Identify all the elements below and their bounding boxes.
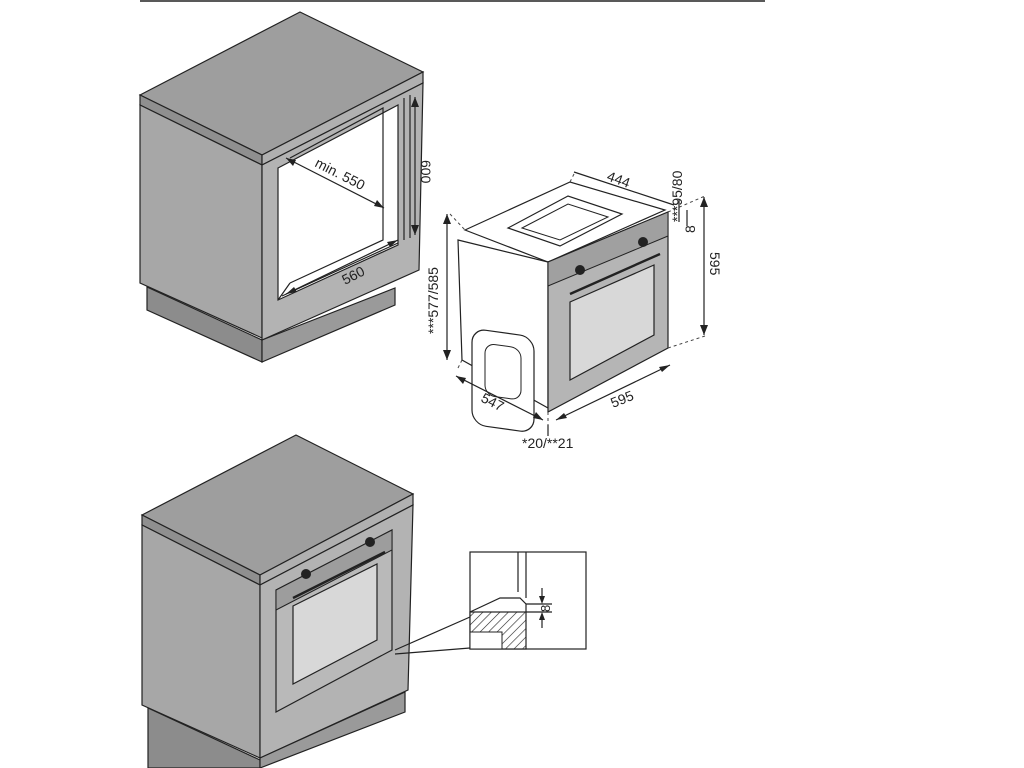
installed-oven-control-strip xyxy=(275,529,393,611)
detail-bracket xyxy=(469,597,527,613)
cabinet-opening xyxy=(277,104,399,301)
oven-ext-line-4 xyxy=(457,359,463,369)
oven-door-glass xyxy=(569,264,655,382)
oven-body-depth-arrowhead-end xyxy=(533,412,543,420)
callout-leader-bottom xyxy=(394,647,471,655)
installed-plinth xyxy=(147,707,261,768)
oven-front-width-arrow xyxy=(555,364,671,421)
oven-top-recess-inner xyxy=(520,203,610,241)
oven-handle xyxy=(569,252,661,296)
oven-height-label: 595 xyxy=(707,252,723,276)
oven-front-width-arrowhead-start xyxy=(556,413,567,420)
oven-ext-line-2 xyxy=(667,195,706,213)
oven-height-arrowhead-end xyxy=(700,325,708,335)
installed-plinth-front xyxy=(259,691,406,768)
oven-front-width-label: 595 xyxy=(608,387,636,411)
cabinet-height-arrowhead-end xyxy=(411,225,419,235)
detail-gap-arrow-bottom xyxy=(539,612,545,620)
oven-height-arrowhead-start xyxy=(700,197,708,207)
installed-oven-knob-left xyxy=(301,569,311,579)
cabinet-height-arrowhead-start xyxy=(411,97,419,107)
cabinet-width-arrow xyxy=(285,239,399,295)
cabinet-plinth-front xyxy=(261,287,396,363)
oven-side-vent xyxy=(484,343,522,400)
oven-top-gap-label: ***95/80 xyxy=(669,170,685,222)
cabinet-height-label: 600 xyxy=(418,160,434,184)
cabinet-width-arrowhead-end xyxy=(387,240,398,247)
oven-unit: 444 ***95/80 8 595 ***577/585 547 595 *2… xyxy=(425,168,723,451)
oven-body-depth-arrow xyxy=(455,375,544,421)
installed-oven-handle xyxy=(292,550,386,600)
detail-callout: 8 xyxy=(469,551,587,650)
detail-gap-arrow-top xyxy=(539,596,545,604)
oven-ext-line-6 xyxy=(569,171,576,183)
oven-body-depth-arrowhead-start xyxy=(456,376,466,384)
oven-body-height-label: ***577/585 xyxy=(425,267,441,334)
oven-top-depth-arrow xyxy=(573,171,675,206)
cabinet-depth-arrowhead-start xyxy=(286,158,296,166)
detail-gap-label: 8 xyxy=(538,605,553,612)
cabinet-width-arrowhead-start xyxy=(286,287,297,294)
installed-cabinet xyxy=(140,434,415,768)
oven-body-height-arrowhead-start xyxy=(443,214,451,224)
cabinet-depth-arrow xyxy=(285,157,385,209)
cabinet-inner-floor xyxy=(277,282,291,301)
oven-panel-offset-label: 8 xyxy=(682,225,698,233)
installed-oven-knob-right xyxy=(365,537,375,547)
callout-leader-top xyxy=(394,616,471,651)
oven-top-depth-label: 444 xyxy=(605,168,633,191)
oven-knob-right xyxy=(638,237,648,247)
oven-knob-left xyxy=(575,265,585,275)
cabinet-depth-arrowhead-end xyxy=(374,200,384,208)
oven-ext-line-3 xyxy=(667,335,706,349)
oven-ext-line-1 xyxy=(449,213,466,231)
oven-body-height-arrowhead-end xyxy=(443,350,451,360)
oven-front-width-arrowhead-end xyxy=(659,365,670,372)
installed-oven-glass xyxy=(292,563,378,685)
empty-cabinet: min. 550 560 600 xyxy=(138,11,434,363)
detail-hatched-notch xyxy=(469,631,503,650)
oven-front-thickness-label: *20/**21 xyxy=(522,435,574,451)
cabinet-inner-back xyxy=(289,106,384,284)
